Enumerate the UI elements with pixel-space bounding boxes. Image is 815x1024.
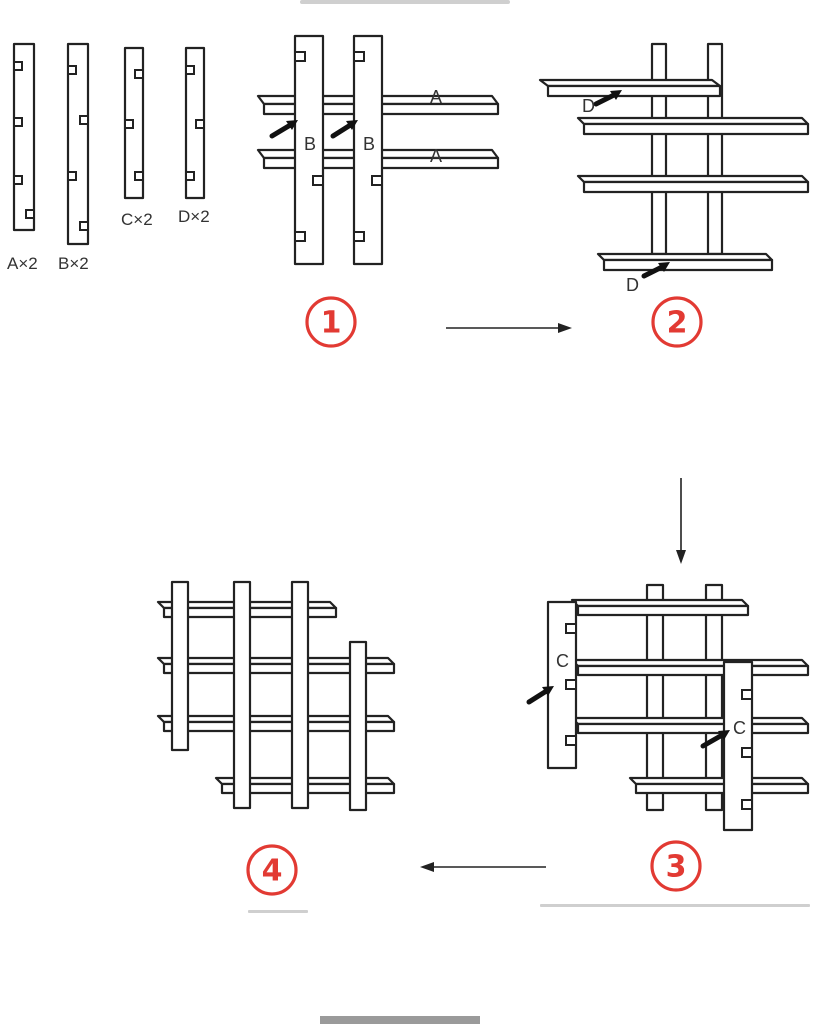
step3-plank-c-left <box>546 600 578 770</box>
step-badge-2: 2 <box>651 296 703 348</box>
step1-plank-b-left <box>293 34 325 266</box>
step2-label-d-top: D <box>582 96 595 116</box>
step1-label-a-upper: A <box>430 87 442 107</box>
step-number-2: 2 <box>667 306 688 341</box>
step4-shelf-3 <box>156 714 396 733</box>
step3-upright-left <box>645 583 665 812</box>
step2-label-d-bottom: D <box>626 275 639 295</box>
step1-pointer-right <box>330 121 355 139</box>
step1-label-a-lower: A <box>430 146 442 166</box>
step3-pointer-right <box>700 731 727 749</box>
step-badge-3: 3 <box>650 840 702 892</box>
step2-shelf-middle-lower <box>576 174 810 194</box>
bottom-fragments <box>248 904 810 1024</box>
step3-pointer-left <box>526 687 551 705</box>
step1-illustration: B B A A <box>256 34 500 266</box>
step4-shelf-2 <box>156 656 396 675</box>
step2-shelf-middle-upper <box>576 116 810 136</box>
flow-arrow-3-to-4 <box>420 862 546 872</box>
step4-illustration <box>156 580 396 812</box>
bottom-caption-fragment <box>320 1016 480 1024</box>
step4-upright-4 <box>348 640 368 812</box>
step3-shelf-3 <box>570 716 810 735</box>
step2-upright-right <box>706 42 724 256</box>
part-d-label: D×2 <box>178 207 210 226</box>
step1-plank-b-right <box>352 34 384 266</box>
step3-label-c-left: C <box>556 651 569 671</box>
step-number-1: 1 <box>321 306 342 341</box>
step2-illustration: D D <box>538 42 810 295</box>
step3-pointer-left-head <box>542 686 554 696</box>
step2-upright-left <box>650 42 668 256</box>
part-a-label: A×2 <box>7 254 38 273</box>
step1-label-b-right: B <box>363 134 375 154</box>
step2-shelf-d-top <box>538 78 722 98</box>
step1-pointer-right-head <box>346 120 358 130</box>
part-c-label: C×2 <box>121 210 153 229</box>
parts-legend: A×2 B×2 C×2 D×2 <box>7 42 210 273</box>
part-b-plank <box>66 42 90 246</box>
step1-label-b-left: B <box>304 134 316 154</box>
step4-upright-1 <box>170 580 190 752</box>
step-badge-4: 4 <box>246 844 298 896</box>
step3-plank-c-right <box>722 660 754 832</box>
step3-shelf-4 <box>628 776 810 795</box>
part-c-plank <box>123 46 145 200</box>
step4-upright-2 <box>232 580 252 810</box>
step3-shelf-1 <box>570 598 750 617</box>
step2-pointer-bottom <box>641 263 667 279</box>
part-b-label: B×2 <box>58 254 89 273</box>
step1-pointer-left <box>269 121 295 139</box>
flow-arrow-1-to-2 <box>446 323 572 333</box>
step1-pointer-left-head <box>286 120 298 130</box>
step2-shelf-d-bottom <box>596 252 774 272</box>
flow-arrow-2-to-3 <box>676 478 686 564</box>
step3-shelf-2 <box>570 658 810 677</box>
step-number-3: 3 <box>666 850 687 885</box>
top-title-fragment <box>300 0 510 4</box>
step3-illustration: C C <box>526 583 810 832</box>
part-a-plank <box>12 42 36 232</box>
step-badge-1: 1 <box>305 296 357 348</box>
step2-pointer-top <box>593 91 619 107</box>
step2-pointer-bottom-head <box>658 262 670 272</box>
step3-label-c-right: C <box>733 718 746 738</box>
step4-upright-3 <box>290 580 310 810</box>
part-d-plank <box>184 46 206 200</box>
step2-pointer-top-head <box>610 90 622 100</box>
step3-upright-right <box>704 583 724 812</box>
step3-pointer-right-head <box>718 730 730 740</box>
step-number-4: 4 <box>262 854 283 889</box>
